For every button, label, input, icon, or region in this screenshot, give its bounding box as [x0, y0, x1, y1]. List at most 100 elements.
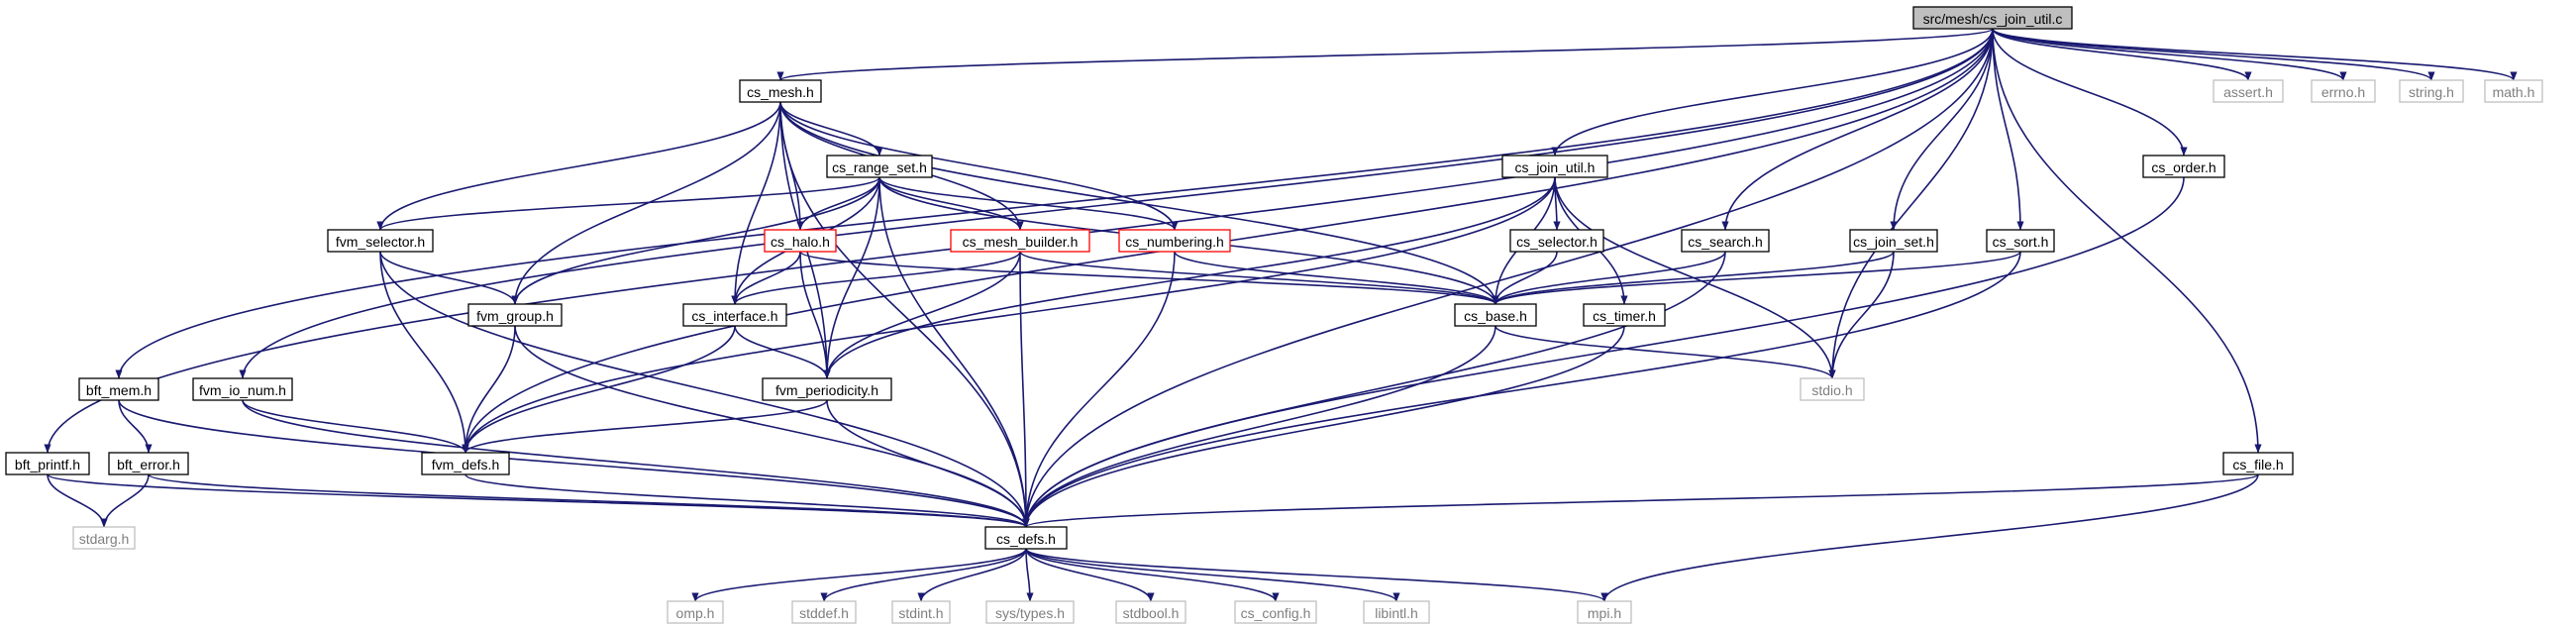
edge-cs-base-h-to-cs-defs-h: [1022, 325, 1496, 528]
node-box: [791, 600, 857, 624]
node-label: stddef.h: [799, 605, 849, 621]
node-bft-printf-h[interactable]: bft_printf.h: [5, 452, 90, 475]
node-label: cs_sort.h: [1993, 234, 2049, 250]
node-box: [739, 79, 822, 103]
node-box: [2222, 452, 2294, 475]
edge-fvm-selector-h-to-fvm-group-h: [379, 251, 519, 305]
node-box: [1118, 229, 1231, 253]
edge-bft-error-h-to-stdarg-h: [100, 473, 150, 528]
node-label: bft_mem.h: [86, 382, 152, 398]
node-label: libintl.h: [1375, 605, 1418, 621]
node-label: bft_printf.h: [15, 457, 80, 472]
node-box: [764, 229, 837, 253]
node-cs-halo-h[interactable]: cs_halo.h: [764, 229, 837, 253]
edge-src-mesh-cs-join-util-c-to-errno-h: [1992, 28, 2347, 81]
node-label: cs_interface.h: [691, 308, 777, 324]
node-fvm-group-h[interactable]: fvm_group.h: [467, 303, 563, 327]
node-cs-timer-h[interactable]: cs_timer.h: [1583, 303, 1666, 327]
edge-fvm-io-num-h-to-cs-defs-h: [242, 399, 1030, 528]
edge-cs-defs-h-to-stdint-h: [917, 548, 1027, 602]
node-box: [72, 526, 136, 550]
node-src-mesh-cs-join-util-c[interactable]: src/mesh/cs_join_util.c: [1912, 6, 2073, 30]
edge-cs-mesh-h-to-fvm-selector-h: [376, 101, 781, 231]
node-cs-search-h[interactable]: cs_search.h: [1681, 229, 1770, 253]
node-label: cs_defs.h: [996, 531, 1056, 547]
edge-cs-mesh-h-to-cs-range-set-h: [779, 101, 883, 157]
node-cs-base-h[interactable]: cs_base.h: [1454, 303, 1537, 327]
node-errno-h: errno.h: [2311, 79, 2376, 103]
node-cs-interface-h[interactable]: cs_interface.h: [682, 303, 787, 327]
edge-cs-defs-h-to-stdbool-h: [1025, 548, 1155, 602]
edge-bft-printf-h-to-cs-defs-h: [47, 473, 1030, 528]
node-string-h: string.h: [2399, 79, 2464, 103]
edge-cs-join-util-h-to-fvm-defs-h: [462, 176, 1556, 454]
edge-fvm-io-num-h-to-fvm-defs-h: [242, 399, 469, 454]
node-fvm-io-num-h[interactable]: fvm_io_num.h: [192, 377, 293, 401]
node-box: [1501, 155, 1608, 178]
node-label: stdint.h: [898, 605, 943, 621]
node-label: fvm_group.h: [476, 308, 554, 324]
node-box: [1577, 600, 1632, 624]
edge-src-mesh-cs-join-util-c-to-string-h: [1992, 28, 2435, 81]
node-bft-mem-h[interactable]: bft_mem.h: [78, 377, 159, 401]
node-fvm-selector-h[interactable]: fvm_selector.h: [327, 229, 434, 253]
edge-cs-timer-h-to-cs-defs-h: [1022, 325, 1625, 528]
node-label: stdio.h: [1811, 382, 1852, 398]
edge-fvm-selector-h-to-fvm-defs-h: [379, 251, 469, 454]
edge-src-mesh-cs-join-util-c-to-math-h: [1992, 28, 2518, 81]
node-label: fvm_defs.h: [432, 457, 499, 472]
edge-cs-range-set-h-to-cs-numbering-h: [878, 176, 1179, 231]
node-cs-order-h[interactable]: cs_order.h: [2142, 155, 2225, 178]
node-label: cs_join_set.h: [1853, 234, 1934, 250]
node-cs-join-set-h[interactable]: cs_join_set.h: [1849, 229, 1938, 253]
node-box: [2213, 79, 2284, 103]
node-cs-range-set-h[interactable]: cs_range_set.h: [826, 155, 933, 178]
node-assert-h: assert.h: [2213, 79, 2284, 103]
node-cs-config-h: cs_config.h: [1234, 600, 1317, 624]
edge-cs-numbering-h-to-cs-defs-h: [1022, 251, 1176, 528]
node-label: cs_mesh.h: [747, 84, 814, 100]
node-cs-numbering-h[interactable]: cs_numbering.h: [1118, 229, 1231, 253]
edge-cs-mesh-h-to-cs-base-h: [779, 101, 1499, 305]
edge-cs-interface-h-to-fvm-periodicity-h: [734, 325, 831, 379]
node-fvm-defs-h[interactable]: fvm_defs.h: [421, 452, 510, 475]
edge-cs-halo-h-to-fvm-periodicity-h: [799, 251, 831, 379]
node-box: [108, 452, 189, 475]
edge-cs-halo-h-to-cs-base-h: [799, 251, 1499, 305]
node-box: [2142, 155, 2225, 178]
node-bft-error-h[interactable]: bft_error.h: [108, 452, 189, 475]
node-box: [1583, 303, 1666, 327]
node-label: cs_range_set.h: [832, 159, 927, 175]
node-cs-mesh-builder-h[interactable]: cs_mesh_builder.h: [950, 229, 1090, 253]
edge-cs-mesh-builder-h-to-cs-interface-h: [731, 251, 1021, 305]
node-cs-file-h[interactable]: cs_file.h: [2222, 452, 2294, 475]
node-cs-defs-h[interactable]: cs_defs.h: [984, 526, 1068, 550]
edge-cs-range-set-h-to-cs-defs-h: [878, 176, 1030, 528]
node-label: cs_order.h: [2151, 159, 2215, 175]
edge-cs-range-set-h-to-fvm-group-h: [511, 176, 880, 305]
node-box: [1234, 600, 1317, 624]
node-cs-sort-h[interactable]: cs_sort.h: [1986, 229, 2055, 253]
node-cs-selector-h[interactable]: cs_selector.h: [1509, 229, 1604, 253]
edge-cs-defs-h-to-mpi-h: [1025, 548, 1608, 602]
node-cs-mesh-h[interactable]: cs_mesh.h: [739, 79, 822, 103]
node-cs-join-util-h[interactable]: cs_join_util.h: [1501, 155, 1608, 178]
edge-cs-join-set-h-to-cs-base-h: [1492, 251, 1895, 305]
node-label: cs_selector.h: [1516, 234, 1597, 250]
node-label: cs_halo.h: [771, 234, 830, 250]
edge-src-mesh-cs-join-util-c-to-cs-order-h: [1992, 28, 2188, 157]
node-box: [985, 600, 1075, 624]
edge-cs-order-h-to-cs-defs-h: [1022, 176, 2185, 528]
edge-bft-mem-h-to-bft-error-h: [118, 399, 153, 454]
node-box: [667, 600, 724, 624]
node-label: mpi.h: [1588, 605, 1621, 621]
edge-cs-sort-h-to-cs-defs-h: [1022, 251, 2021, 528]
edge-cs-mesh-builder-h-to-cs-defs-h: [1019, 251, 1030, 528]
edge-cs-sort-h-to-cs-base-h: [1492, 251, 2021, 305]
node-box: [1986, 229, 2055, 253]
node-fvm-periodicity-h[interactable]: fvm_periodicity.h: [762, 377, 892, 401]
edge-src-mesh-cs-join-util-c-to-cs-file-h: [1992, 28, 2262, 454]
edge-cs-defs-h-to-omp-h: [691, 548, 1027, 602]
edge-cs-range-set-h-to-cs-halo-h: [796, 176, 880, 231]
